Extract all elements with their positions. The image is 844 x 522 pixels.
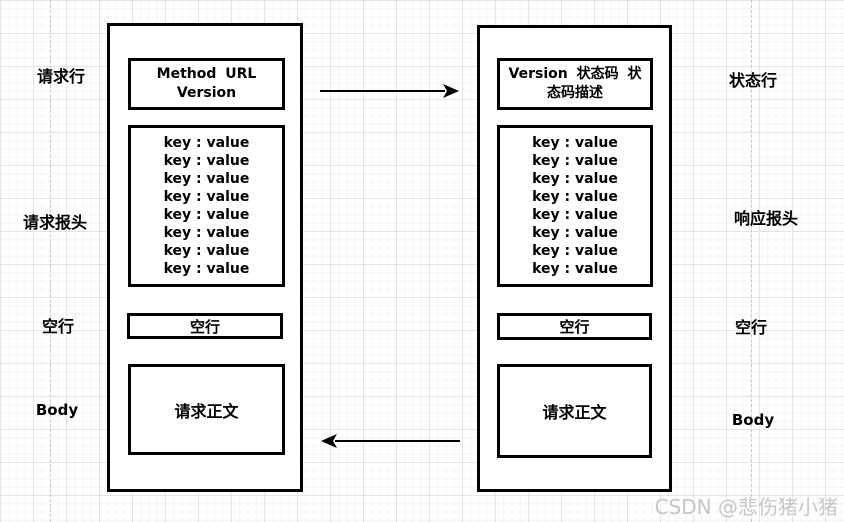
response-arrow-icon <box>321 434 460 448</box>
request-empty-line-label: 空行 <box>41 317 75 336</box>
status-line-box: Version 状态码 状态码描述 <box>497 58 653 110</box>
header-line: key : value <box>163 261 250 277</box>
header-line: key : value <box>163 207 250 223</box>
response-headers-box: key : value key : value key : value key … <box>497 125 653 287</box>
header-line: key : value <box>532 171 618 187</box>
request-headers-label: 请求报头 <box>22 213 88 232</box>
request-empty-line-box: 空行 <box>127 313 283 339</box>
response-headers-label: 响应报头 <box>733 209 799 228</box>
response-body-label: Body <box>731 411 775 429</box>
request-headers-box: key : value key : value key : value key … <box>128 125 285 287</box>
request-arrow-icon <box>320 84 459 98</box>
header-line: key : value <box>163 225 250 241</box>
request-body-label: Body <box>35 401 79 419</box>
request-line-label: 请求行 <box>36 67 86 86</box>
csdn-watermark: CSDN @悲伤猪小猪 <box>654 495 838 519</box>
response-body-box: 请求正文 <box>497 364 652 458</box>
header-line: key : value <box>163 135 250 151</box>
right-dashed-guide-line <box>751 0 752 522</box>
header-line: key : value <box>532 153 618 169</box>
header-line: key : value <box>532 225 618 241</box>
left-dashed-guide-line <box>50 0 51 522</box>
header-line: key : value <box>163 243 250 259</box>
response-empty-line-box: 空行 <box>497 313 652 340</box>
header-line: key : value <box>163 189 250 205</box>
header-line: key : value <box>163 153 250 169</box>
header-line: key : value <box>532 189 618 205</box>
header-line: key : value <box>532 243 618 259</box>
header-line: key : value <box>532 135 618 151</box>
status-line-label: 状态行 <box>728 71 778 90</box>
response-empty-line-label: 空行 <box>734 318 768 337</box>
header-line: key : value <box>532 207 618 223</box>
header-line: key : value <box>163 171 250 187</box>
request-body-box: 请求正文 <box>128 364 285 455</box>
header-line: key : value <box>532 261 618 277</box>
request-line-box: Method URL Version <box>128 58 285 110</box>
